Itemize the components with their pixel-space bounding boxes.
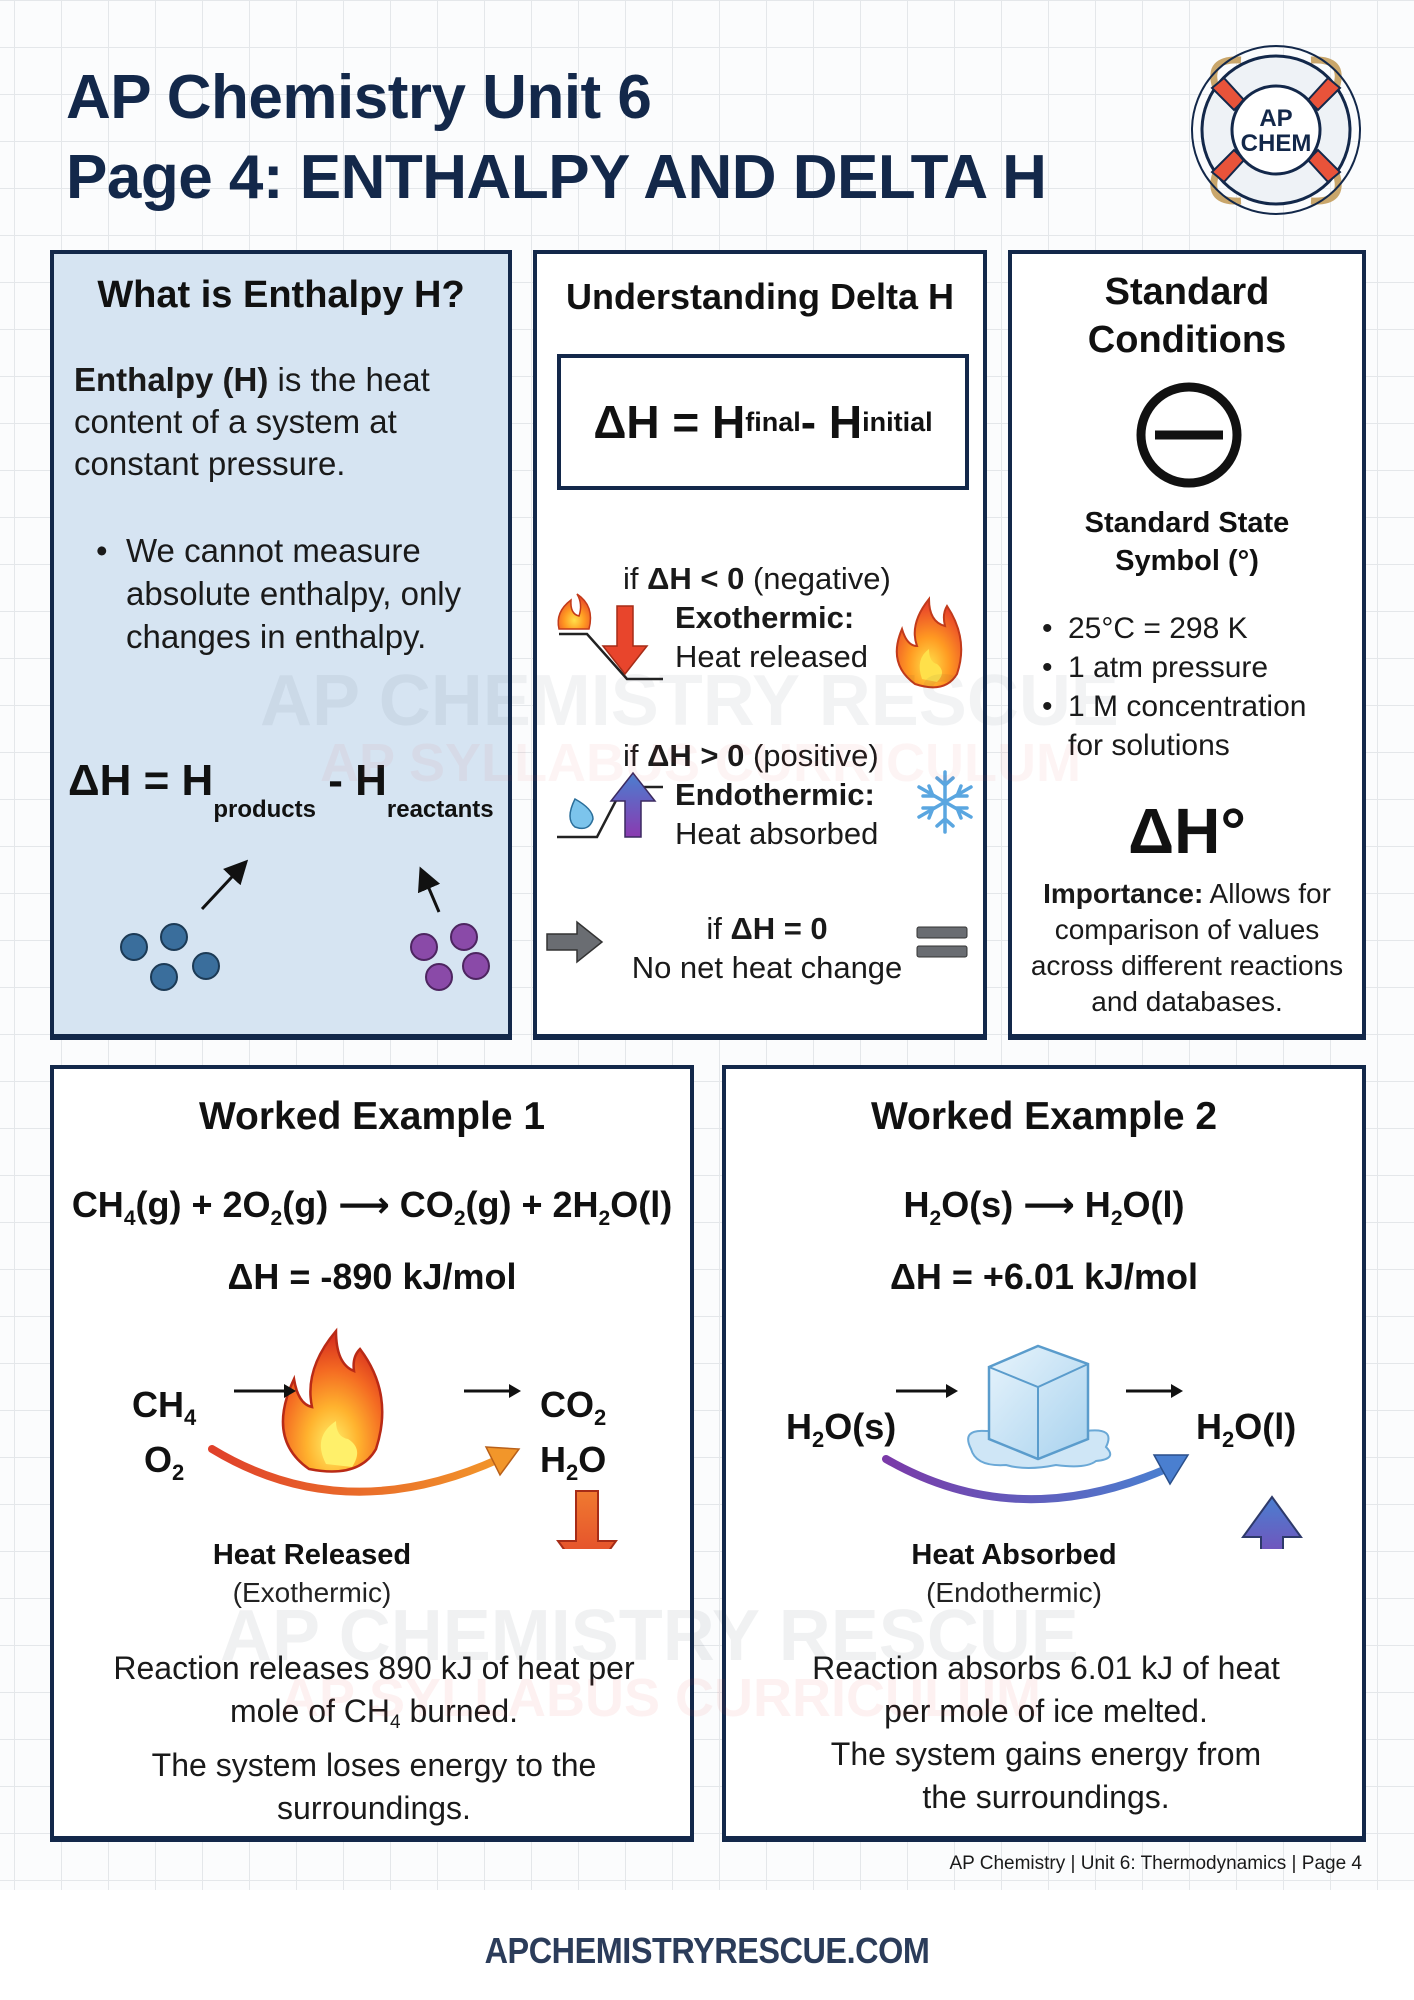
condition-item: 25°C = 298 K: [1042, 609, 1332, 648]
delta-h-value: ΔH = -890 kJ/mol: [227, 1256, 517, 1297]
product-particles-icon: [120, 923, 220, 991]
case-endothermic: if ΔH > 0 (positive) Endothermic: Heat a…: [623, 738, 879, 851]
reaction-equation: H2O(s) ⟶ H2O(l): [903, 1184, 1185, 1230]
fire-icon: [895, 596, 963, 689]
example-explanation: Reaction absorbs 6.01 kJ of heat per mol…: [812, 1650, 1280, 1815]
delta-h-products-reactants-equation: ΔH = Hproducts - Hreactants: [68, 756, 494, 823]
arrow-to-products-icon: [200, 859, 249, 911]
endothermic-energy-diagram-icon: [557, 771, 663, 839]
page-footer-meta: AP Chemistry | Unit 6: Thermodynamics | …: [949, 1853, 1362, 1874]
importance-note: Importance: Allows for comparison of val…: [1030, 878, 1344, 1017]
reactant-particles-icon: [410, 923, 490, 991]
particles-diagram: [120, 859, 490, 991]
fire-icon: [281, 1327, 384, 1473]
exothermic-energy-diagram-icon: [557, 593, 663, 681]
reactant-label: H2O(s): [786, 1406, 897, 1452]
condition-item: 1 atm pressure: [1042, 648, 1332, 687]
heat-absorbed-label: Heat Absorbed: [911, 1539, 1117, 1571]
title-line-2: Page 4: ENTHALPY AND DELTA H: [66, 143, 1047, 212]
exothermic-label: (Exothermic): [232, 1577, 392, 1608]
delta-h-standard-symbol: ΔH°: [1128, 795, 1246, 867]
life-ring-icon: AP CHEM: [1191, 45, 1361, 215]
heat-released-label: Heat Released: [212, 1539, 412, 1571]
down-arrow-icon: [556, 1490, 618, 1549]
panel-worked-example-2: Worked Example 2 H2O(s) ⟶ H2O(l) ΔH = +6…: [722, 1065, 1366, 1840]
delta-h-value: ΔH = +6.01 kJ/mol: [889, 1256, 1199, 1297]
standard-conditions-list: 25°C = 298 K 1 atm pressure 1 M concentr…: [1042, 609, 1332, 765]
example-explanation: Reaction releases 890 kJ of heat per mol…: [113, 1650, 635, 1826]
logo-text-ap: AP: [1259, 105, 1292, 132]
panel-standard-conditions: Standard Conditions Standard State Symbo…: [1008, 250, 1366, 1038]
case-zero: if ΔH = 0 No net heat change: [631, 911, 903, 985]
definition-text: is the heat content of a system at const…: [74, 361, 430, 482]
heat-released-curve-arrow-icon: [208, 1445, 503, 1496]
panel-title: Worked Example 1: [198, 1095, 546, 1138]
enthalpy-definition: Enthalpy (H) is the heat content of a sy…: [74, 359, 494, 485]
panel-title: Worked Example 2: [870, 1095, 1218, 1138]
arrow-to-reactants-icon: [417, 866, 441, 913]
equals-icon: [916, 926, 968, 958]
melting-ice-cube-icon: [967, 1344, 1112, 1469]
condition-item: 1 M concentration for solutions: [1042, 687, 1332, 765]
standard-state-symbol-label: Standard State Symbol (°): [1084, 507, 1290, 577]
panel-title: Understanding Delta H: [565, 276, 955, 317]
panel-title: Standard Conditions: [1087, 271, 1287, 361]
up-arrow-icon: [1241, 1495, 1303, 1549]
page-title: AP Chemistry Unit 6 Page 4: ENTHALPY AND…: [66, 58, 1047, 218]
arrow-right-icon: [546, 920, 604, 964]
logo-text-chem: CHEM: [1241, 130, 1312, 157]
enthalpy-bullet: We cannot measure absolute enthalpy, onl…: [96, 529, 486, 658]
snowflake-icon: [917, 770, 973, 834]
reaction-equation: CH4(g) + 2O2(g) ⟶ CO2(g) + 2H2O(l): [71, 1184, 673, 1230]
panel-title: What is Enthalpy H?: [97, 274, 465, 316]
definition-term: Enthalpy (H): [74, 361, 269, 398]
title-line-1: AP Chemistry Unit 6: [66, 63, 652, 132]
endothermic-label: (Endothermic): [926, 1577, 1102, 1608]
heat-absorbed-curve-arrow-icon: [882, 1455, 1170, 1504]
panel-what-is-enthalpy: What is Enthalpy H? Enthalpy (H) is the …: [50, 250, 512, 1038]
plimsoll-standard-state-icon: [1136, 382, 1242, 488]
product-label: H2O(l): [1196, 1406, 1297, 1452]
case-exothermic: if ΔH < 0 (negative) Exothermic: Heat re…: [623, 561, 891, 674]
website-link[interactable]: APCHEMISTRYRESCUE.COM: [484, 1930, 930, 1971]
panel-worked-example-1: Worked Example 1 CH4(g) + 2O2(g) ⟶ CO2(g…: [50, 1065, 694, 1840]
